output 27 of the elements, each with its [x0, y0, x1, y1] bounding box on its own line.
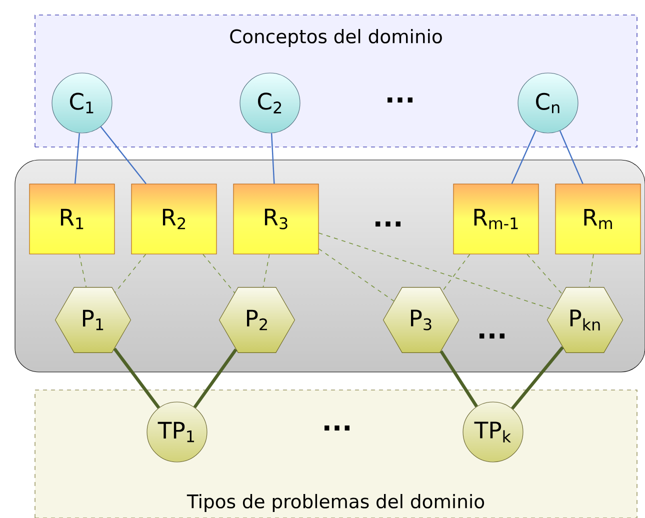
connector	[559, 130, 584, 184]
connector	[262, 254, 270, 288]
connector	[100, 126, 147, 184]
connector	[114, 254, 146, 293]
connector	[588, 254, 594, 288]
connector	[440, 350, 478, 408]
ellipsis: ...	[324, 425, 350, 431]
rule-box: R$_{3}$	[233, 184, 319, 254]
connector	[78, 254, 87, 288]
rule-box: R$_{m-1}$	[453, 184, 539, 254]
ellipsis: ...	[480, 333, 504, 339]
connector	[526, 254, 562, 294]
connector	[202, 254, 236, 294]
connector	[74, 133, 80, 184]
connector	[318, 248, 394, 302]
connector	[113, 348, 160, 409]
rule-box: R$_{1}$	[29, 184, 115, 254]
connector	[510, 346, 564, 410]
connector	[511, 130, 536, 184]
ellipsis: ...	[376, 221, 400, 227]
connector	[193, 348, 238, 408]
rule-box: R$_{2}$	[131, 184, 217, 254]
connector	[318, 232, 554, 310]
connector	[270, 133, 275, 184]
rule-box: R$_{m}$	[555, 184, 641, 254]
connector	[442, 254, 470, 292]
ellipsis: ...	[388, 97, 412, 103]
